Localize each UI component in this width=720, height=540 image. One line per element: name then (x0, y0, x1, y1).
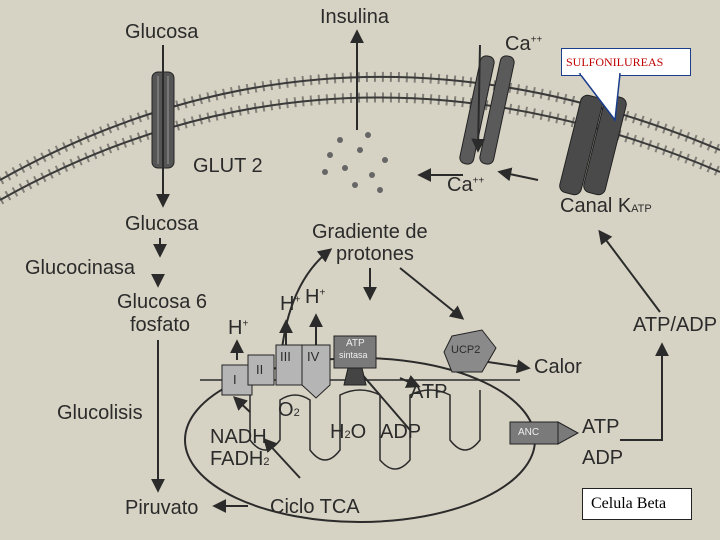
proton-label-1: H+ (280, 293, 301, 315)
beta-cell-callout: Celula Beta (582, 488, 692, 520)
insulin-granules (322, 132, 388, 193)
fadh2-label: FADH2 (210, 448, 270, 470)
complex-i-label: I (233, 372, 237, 387)
proton-label-3: H+ (228, 317, 249, 339)
ucp2-label: UCP2 (451, 344, 481, 356)
protons-label: protones (336, 243, 414, 265)
oxygen-label: O2 (278, 399, 300, 421)
calcium-mid-label: Ca++ (447, 174, 485, 196)
calcium-channel (459, 55, 515, 165)
glucose6-label: Glucosa 6 (117, 291, 208, 313)
nadh-label: NADH (210, 426, 267, 448)
anc-label: ANC (518, 427, 540, 438)
pyruvate-label: Piruvato (125, 497, 199, 519)
sulfonylureas-text: SULFONILUREAS (566, 55, 664, 69)
sulfonylureas-callout: SULFONILUREAS (561, 48, 691, 76)
phosphate-label: fosfato (130, 314, 191, 336)
heat-label: Calor (534, 356, 582, 378)
tca-cycle-label: Ciclo TCA (270, 496, 360, 518)
proton-gradient-label: Gradiente de (312, 221, 428, 243)
complex-iv-label: IV (307, 349, 320, 364)
calcium-top-label: Ca++ (505, 33, 543, 55)
beta-cell-text: Celula Beta (591, 495, 667, 512)
complex-ii-label: II (256, 362, 264, 377)
complex-iii-label: III (280, 349, 291, 364)
glucose-mid-label: Glucosa (125, 213, 199, 235)
glut2-label: GLUT 2 (193, 155, 263, 177)
glycolysis-label: Glucolisis (57, 402, 143, 424)
atp-synthase-label-2: sintasa (339, 350, 368, 360)
proton-label-2: H+ (305, 286, 326, 308)
atp-synthase-label: ATP (346, 338, 365, 349)
electron-transport-complexes (221, 329, 580, 445)
insulin-label: Insulina (320, 6, 389, 28)
water-label: H2O (330, 421, 367, 443)
atp-right-label: ATP (582, 416, 620, 438)
katp-channel (559, 94, 627, 196)
adp-right-label: ADP (582, 447, 624, 469)
adp-inner-label: ADP (380, 421, 422, 443)
glucose-top-label: Glucosa (125, 21, 199, 43)
atp-adp-ratio-label: ATP/ADP (633, 314, 718, 336)
glucokinase-label: Glucocinasa (25, 257, 136, 279)
katp-channel-label: Canal KATP (560, 195, 652, 217)
atp-mid-label: ATP (410, 381, 448, 403)
